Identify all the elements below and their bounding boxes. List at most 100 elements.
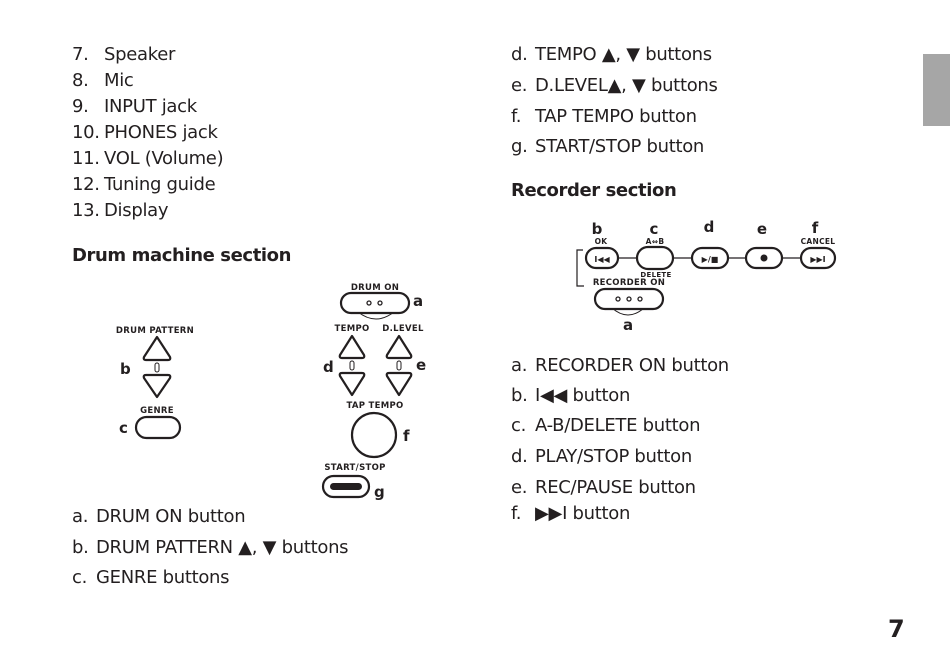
rewind-icon: I◀◀ <box>594 255 610 264</box>
dlevel-label: D.LEVEL <box>382 324 424 334</box>
record-icon <box>760 254 768 262</box>
item-label: DRUM ON button <box>96 506 246 527</box>
fast-forward-button[interactable]: ▶▶I <box>799 246 837 270</box>
item-letter: f. <box>511 503 522 524</box>
list-item: f. TAP TEMPO button <box>511 106 697 128</box>
recorder-section-heading: Recorder section <box>511 180 677 201</box>
drum-pattern-up-button[interactable] <box>142 335 172 362</box>
callout-e: e <box>416 356 426 374</box>
item-letter: c. <box>511 415 527 436</box>
drum-pattern-label: DRUM PATTERN <box>116 326 194 336</box>
item-label: GENRE buttons <box>96 567 230 588</box>
fast-forward-icon: ▶▶I <box>810 255 825 264</box>
callout-a: a <box>413 292 423 310</box>
item-label: VOL (Volume) <box>104 148 224 169</box>
tempo-label: TEMPO <box>334 324 369 334</box>
rec-pause-button[interactable] <box>744 246 784 270</box>
item-label: INPUT jack <box>104 96 197 117</box>
item-number: 13. <box>72 200 100 221</box>
item-label: Display <box>104 200 169 221</box>
chapter-tab <box>923 54 950 126</box>
play-stop-icon: ▶/■ <box>702 255 719 264</box>
recorder-diagram: b c d e f OK A⇔B CANCEL I◀◀ ▶/■ ▶▶I DELE… <box>576 218 837 334</box>
item-label: START/STOP button <box>535 136 705 157</box>
item-label: DRUM PATTERN ▲, ▼ buttons <box>96 537 349 558</box>
drum-on-label: DRUM ON <box>351 283 399 293</box>
callout-f: f <box>403 427 410 445</box>
list-item: 11.VOL (Volume) <box>72 148 224 170</box>
ab-delete-button[interactable] <box>635 245 675 271</box>
item-letter: g. <box>511 136 528 157</box>
item-letter: e. <box>511 75 528 96</box>
list-item: 7.Speaker <box>72 44 175 66</box>
recorder-on-label: RECORDER ON <box>593 278 665 288</box>
play-stop-button[interactable]: ▶/■ <box>690 246 730 270</box>
list-item: 12.Tuning guide <box>72 174 216 196</box>
drum-on-button[interactable] <box>339 291 411 315</box>
tempo-up-button[interactable] <box>338 334 366 360</box>
cancel-label: CANCEL <box>801 237 836 246</box>
item-label: REC/PAUSE button <box>535 477 696 498</box>
callout-b: b <box>120 360 131 378</box>
callout-d: d <box>323 358 334 376</box>
list-item: g. START/STOP button <box>511 136 704 158</box>
item-label: ▶▶I button <box>535 503 631 524</box>
item-number: 11. <box>72 148 100 169</box>
list-item: d.PLAY/STOP button <box>511 446 692 468</box>
callout-g: g <box>374 483 385 501</box>
list-item: 8. Mic <box>72 70 134 92</box>
item-letter: b. <box>72 537 89 558</box>
item-letter: c. <box>72 567 88 588</box>
item-letter: f. <box>511 106 522 127</box>
drum-pattern-indicator <box>154 362 160 373</box>
item-number: 10. <box>72 122 100 143</box>
recorder-on-button[interactable] <box>593 287 665 311</box>
rewind-button[interactable]: I◀◀ <box>584 246 620 270</box>
item-letter: b. <box>511 385 528 406</box>
list-item: a.RECORDER ON button <box>511 355 729 377</box>
list-item: f. ▶▶I button <box>511 503 630 525</box>
dlevel-down-button[interactable] <box>385 371 413 397</box>
genre-button[interactable] <box>134 415 182 440</box>
callout-c: c <box>650 220 659 238</box>
callout-d: d <box>704 218 715 236</box>
tap-tempo-button[interactable] <box>350 411 398 459</box>
list-item: c. GENRE buttons <box>72 567 230 589</box>
list-item: a. DRUM ON button <box>72 506 246 528</box>
dlevel-up-button[interactable] <box>385 334 413 360</box>
item-label: Mic <box>104 70 134 91</box>
item-label: A-B/DELETE button <box>535 415 701 436</box>
item-label: D.LEVEL▲, ▼ buttons <box>535 75 718 96</box>
ab-label: A⇔B <box>646 237 665 246</box>
list-item: d.TEMPO ▲, ▼ buttons <box>511 44 712 66</box>
list-item: b. I◀◀ button <box>511 385 630 407</box>
item-letter: d. <box>511 446 528 467</box>
ok-label: OK <box>595 237 609 246</box>
list-item: 9. INPUT jack <box>72 96 197 118</box>
tempo-down-button[interactable] <box>338 371 366 397</box>
list-item: 10.PHONES jack <box>72 122 218 144</box>
list-item: e. D.LEVEL▲, ▼ buttons <box>511 75 718 97</box>
item-letter: a. <box>511 355 528 376</box>
item-number: 9. <box>72 96 89 117</box>
item-letter: a. <box>72 506 89 527</box>
item-label: TEMPO ▲, ▼ buttons <box>535 44 712 65</box>
item-number: 12. <box>72 174 100 195</box>
list-item: 13.Display <box>72 200 169 222</box>
callout-c: c <box>119 419 128 437</box>
drum-pattern-down-button[interactable] <box>142 373 172 399</box>
list-item: b. DRUM PATTERN ▲, ▼ buttons <box>72 537 349 559</box>
item-label: Speaker <box>104 44 176 65</box>
list-item: e.REC/PAUSE button <box>511 477 696 499</box>
item-label: PHONES jack <box>104 122 218 143</box>
tap-tempo-label: TAP TEMPO <box>346 401 403 411</box>
list-item: c. A-B/DELETE button <box>511 415 700 437</box>
callout-e: e <box>757 220 767 238</box>
item-number: 8. <box>72 70 89 91</box>
callout-b: b <box>592 220 603 238</box>
item-label: I◀◀ button <box>535 385 631 406</box>
start-stop-label: START/STOP <box>324 463 385 473</box>
item-label: TAP TEMPO button <box>535 106 697 127</box>
item-label: Tuning guide <box>104 174 216 195</box>
